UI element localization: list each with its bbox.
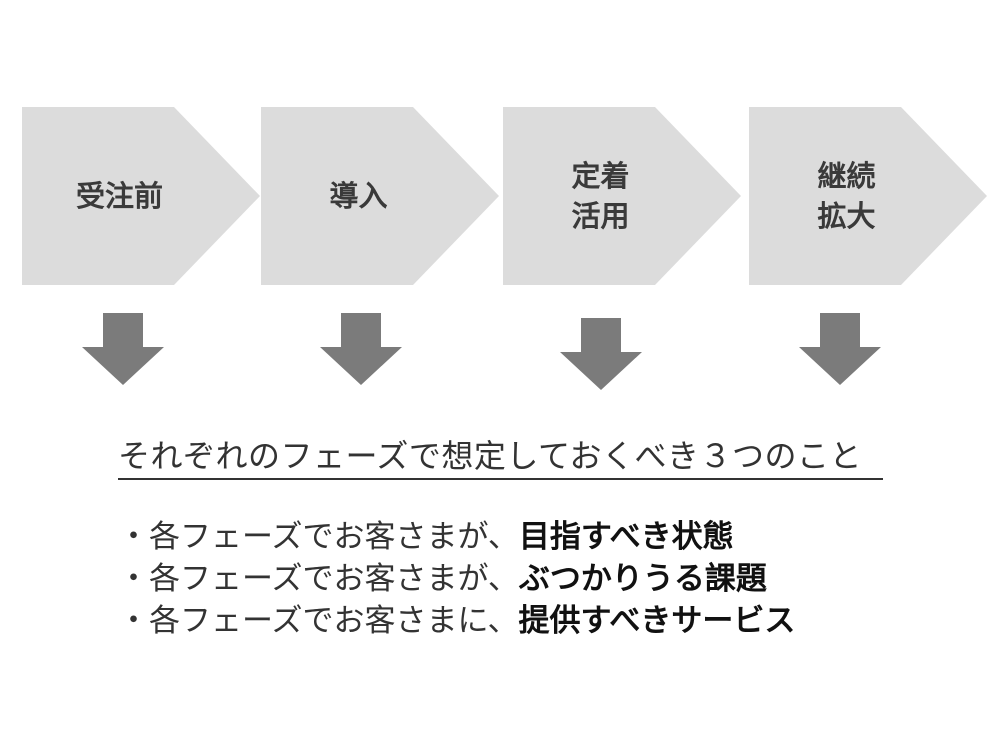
phase-chevron-2 bbox=[261, 107, 499, 285]
down-arrow-icon bbox=[560, 318, 642, 390]
phase-label-4-line-1: 継続 bbox=[817, 159, 876, 193]
phase-flow: 受注前 導入 定着 活用 継続 拡大 bbox=[22, 107, 987, 390]
key-points-list: ・各フェーズでお客さまが、目指すべき状態 ・各フェーズでお客さまが、ぶつかりうる… bbox=[118, 516, 795, 642]
phase-chevron-4 bbox=[749, 107, 987, 285]
phase-label-3-line-1: 定着 bbox=[571, 159, 630, 193]
section-heading: それぞれのフェーズで想定しておくべき３つのこと bbox=[118, 436, 883, 480]
down-arrow-icon bbox=[82, 313, 164, 385]
phase-label-1: 受注前 bbox=[22, 107, 217, 285]
phase-chevron-1 bbox=[22, 107, 260, 285]
phase-label-3-line-2: 活用 bbox=[571, 199, 630, 233]
point-emphasis: 目指すべき状態 bbox=[518, 519, 734, 555]
list-item: ・各フェーズでお客さまが、目指すべき状態 bbox=[118, 516, 795, 558]
phase-label-3: 定着 活用 bbox=[503, 107, 698, 285]
phase-label-2-line-1: 導入 bbox=[329, 179, 388, 213]
phase-label-1-line-1: 受注前 bbox=[75, 179, 163, 213]
point-emphasis: 提供すべきサービス bbox=[518, 603, 796, 639]
list-item: ・各フェーズでお客さまが、ぶつかりうる課題 bbox=[118, 558, 795, 600]
point-emphasis: ぶつかりうる課題 bbox=[518, 561, 767, 597]
point-text: ・各フェーズでお客さまが、 bbox=[118, 519, 519, 555]
point-text: ・各フェーズでお客さまが、 bbox=[118, 561, 519, 597]
phase-label-2: 導入 bbox=[261, 107, 456, 285]
phase-chevron-3 bbox=[503, 107, 741, 285]
down-arrow-icon bbox=[799, 313, 881, 385]
list-item: ・各フェーズでお客さまに、提供すべきサービス bbox=[118, 600, 795, 642]
down-arrow-icon bbox=[320, 313, 402, 385]
phase-label-4: 継続 拡大 bbox=[749, 107, 944, 285]
phase-label-4-line-2: 拡大 bbox=[817, 199, 876, 233]
point-text: ・各フェーズでお客さまに、 bbox=[118, 603, 519, 639]
